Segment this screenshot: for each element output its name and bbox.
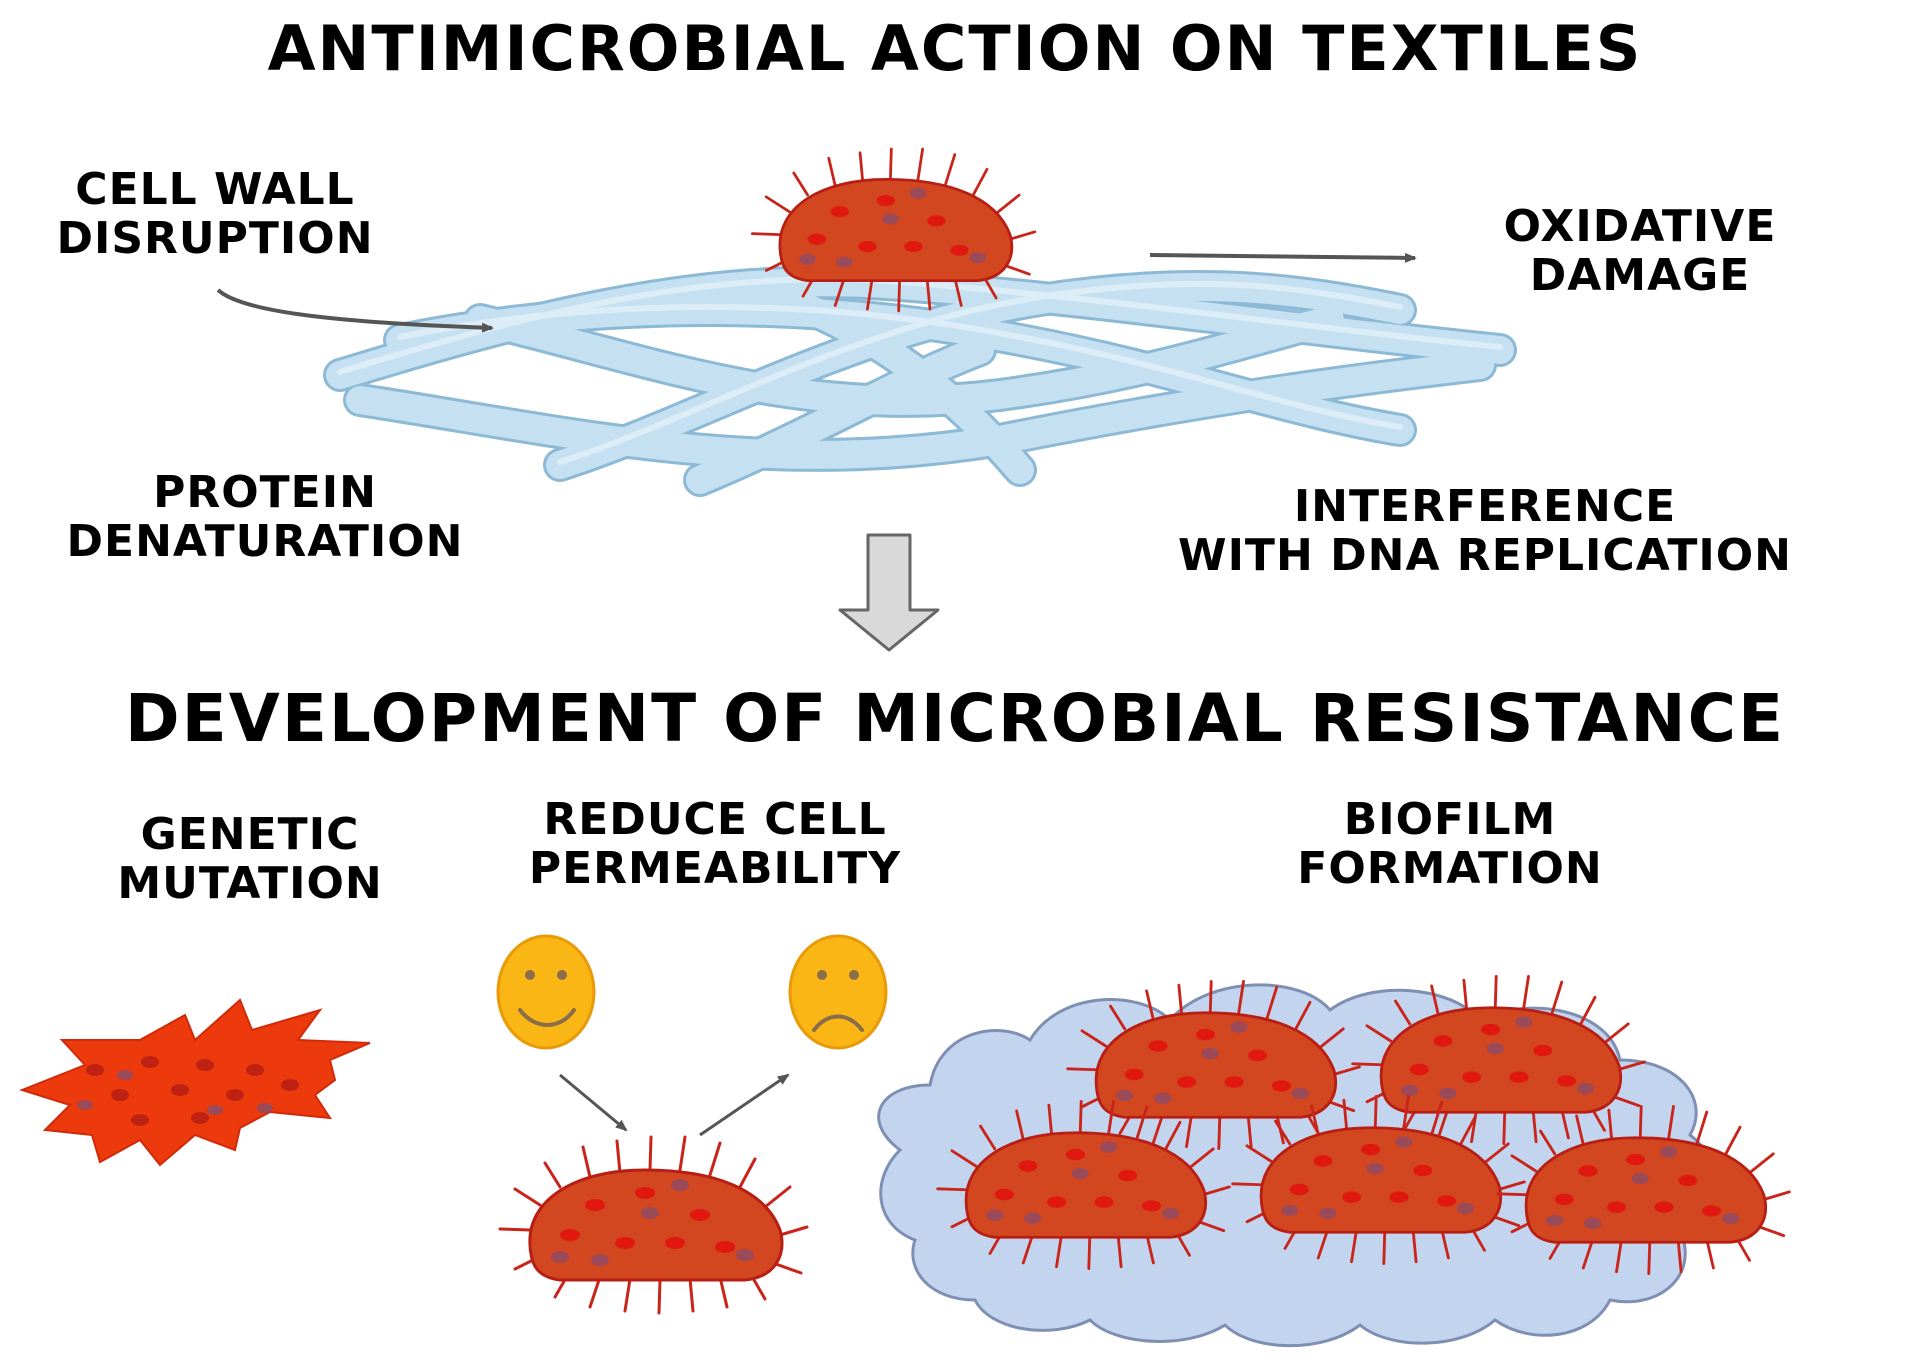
- arrow-cell-wall: [216, 288, 494, 333]
- label-line: CELL WALL: [75, 164, 355, 215]
- label-line: WITH DNA REPLICATION: [1178, 530, 1792, 582]
- label-line: DISRUPTION: [56, 213, 374, 265]
- label-line: DAMAGE: [1529, 250, 1751, 302]
- label-line: FORMATION: [1297, 843, 1603, 895]
- label-line: MUTATION: [117, 858, 383, 910]
- label-line: OXIDATIVE: [1503, 201, 1777, 252]
- arrow-oxidative: [1149, 252, 1417, 263]
- label-oxidative-damage: OXIDATIVE DAMAGE: [1470, 202, 1810, 301]
- arrow-happy-to-bacterium: [559, 1073, 628, 1132]
- arrow-bacterium-to-sad: [699, 1073, 790, 1137]
- label-protein-denaturation: PROTEIN DENATURATION: [50, 468, 480, 567]
- label-line: GENETIC: [140, 809, 360, 860]
- label-line: PROTEIN: [153, 467, 377, 518]
- label-line: DENATURATION: [66, 516, 464, 568]
- label-genetic-mutation: GENETIC MUTATION: [85, 810, 415, 909]
- bacterium-permeability: [498, 1135, 809, 1315]
- label-dna-interference: INTERFERENCE WITH DNA REPLICATION: [1150, 482, 1820, 581]
- mutant-bacterium: [19, 998, 371, 1167]
- label-line: INTERFERENCE: [1293, 481, 1677, 532]
- happy-face-icon: [496, 934, 596, 1050]
- down-arrow-icon: [838, 533, 940, 652]
- sad-face-icon: [788, 934, 888, 1050]
- title-microbial-resistance: DEVELOPMENT OF MICROBIAL RESISTANCE: [124, 680, 1786, 757]
- label-cell-wall-disruption: CELL WALL DISRUPTION: [45, 165, 385, 264]
- label-biofilm-formation: BIOFILM FORMATION: [1270, 795, 1630, 894]
- label-line: REDUCE CELL: [543, 794, 887, 845]
- label-line: PERMEABILITY: [528, 843, 902, 895]
- label-reduce-cell-permeability: REDUCE CELL PERMEABILITY: [520, 795, 910, 894]
- textile-fibers: [323, 265, 1517, 497]
- title-antimicrobial-action: ANTIMICROBIAL ACTION ON TEXTILES: [267, 12, 1643, 85]
- label-line: BIOFILM: [1343, 794, 1557, 845]
